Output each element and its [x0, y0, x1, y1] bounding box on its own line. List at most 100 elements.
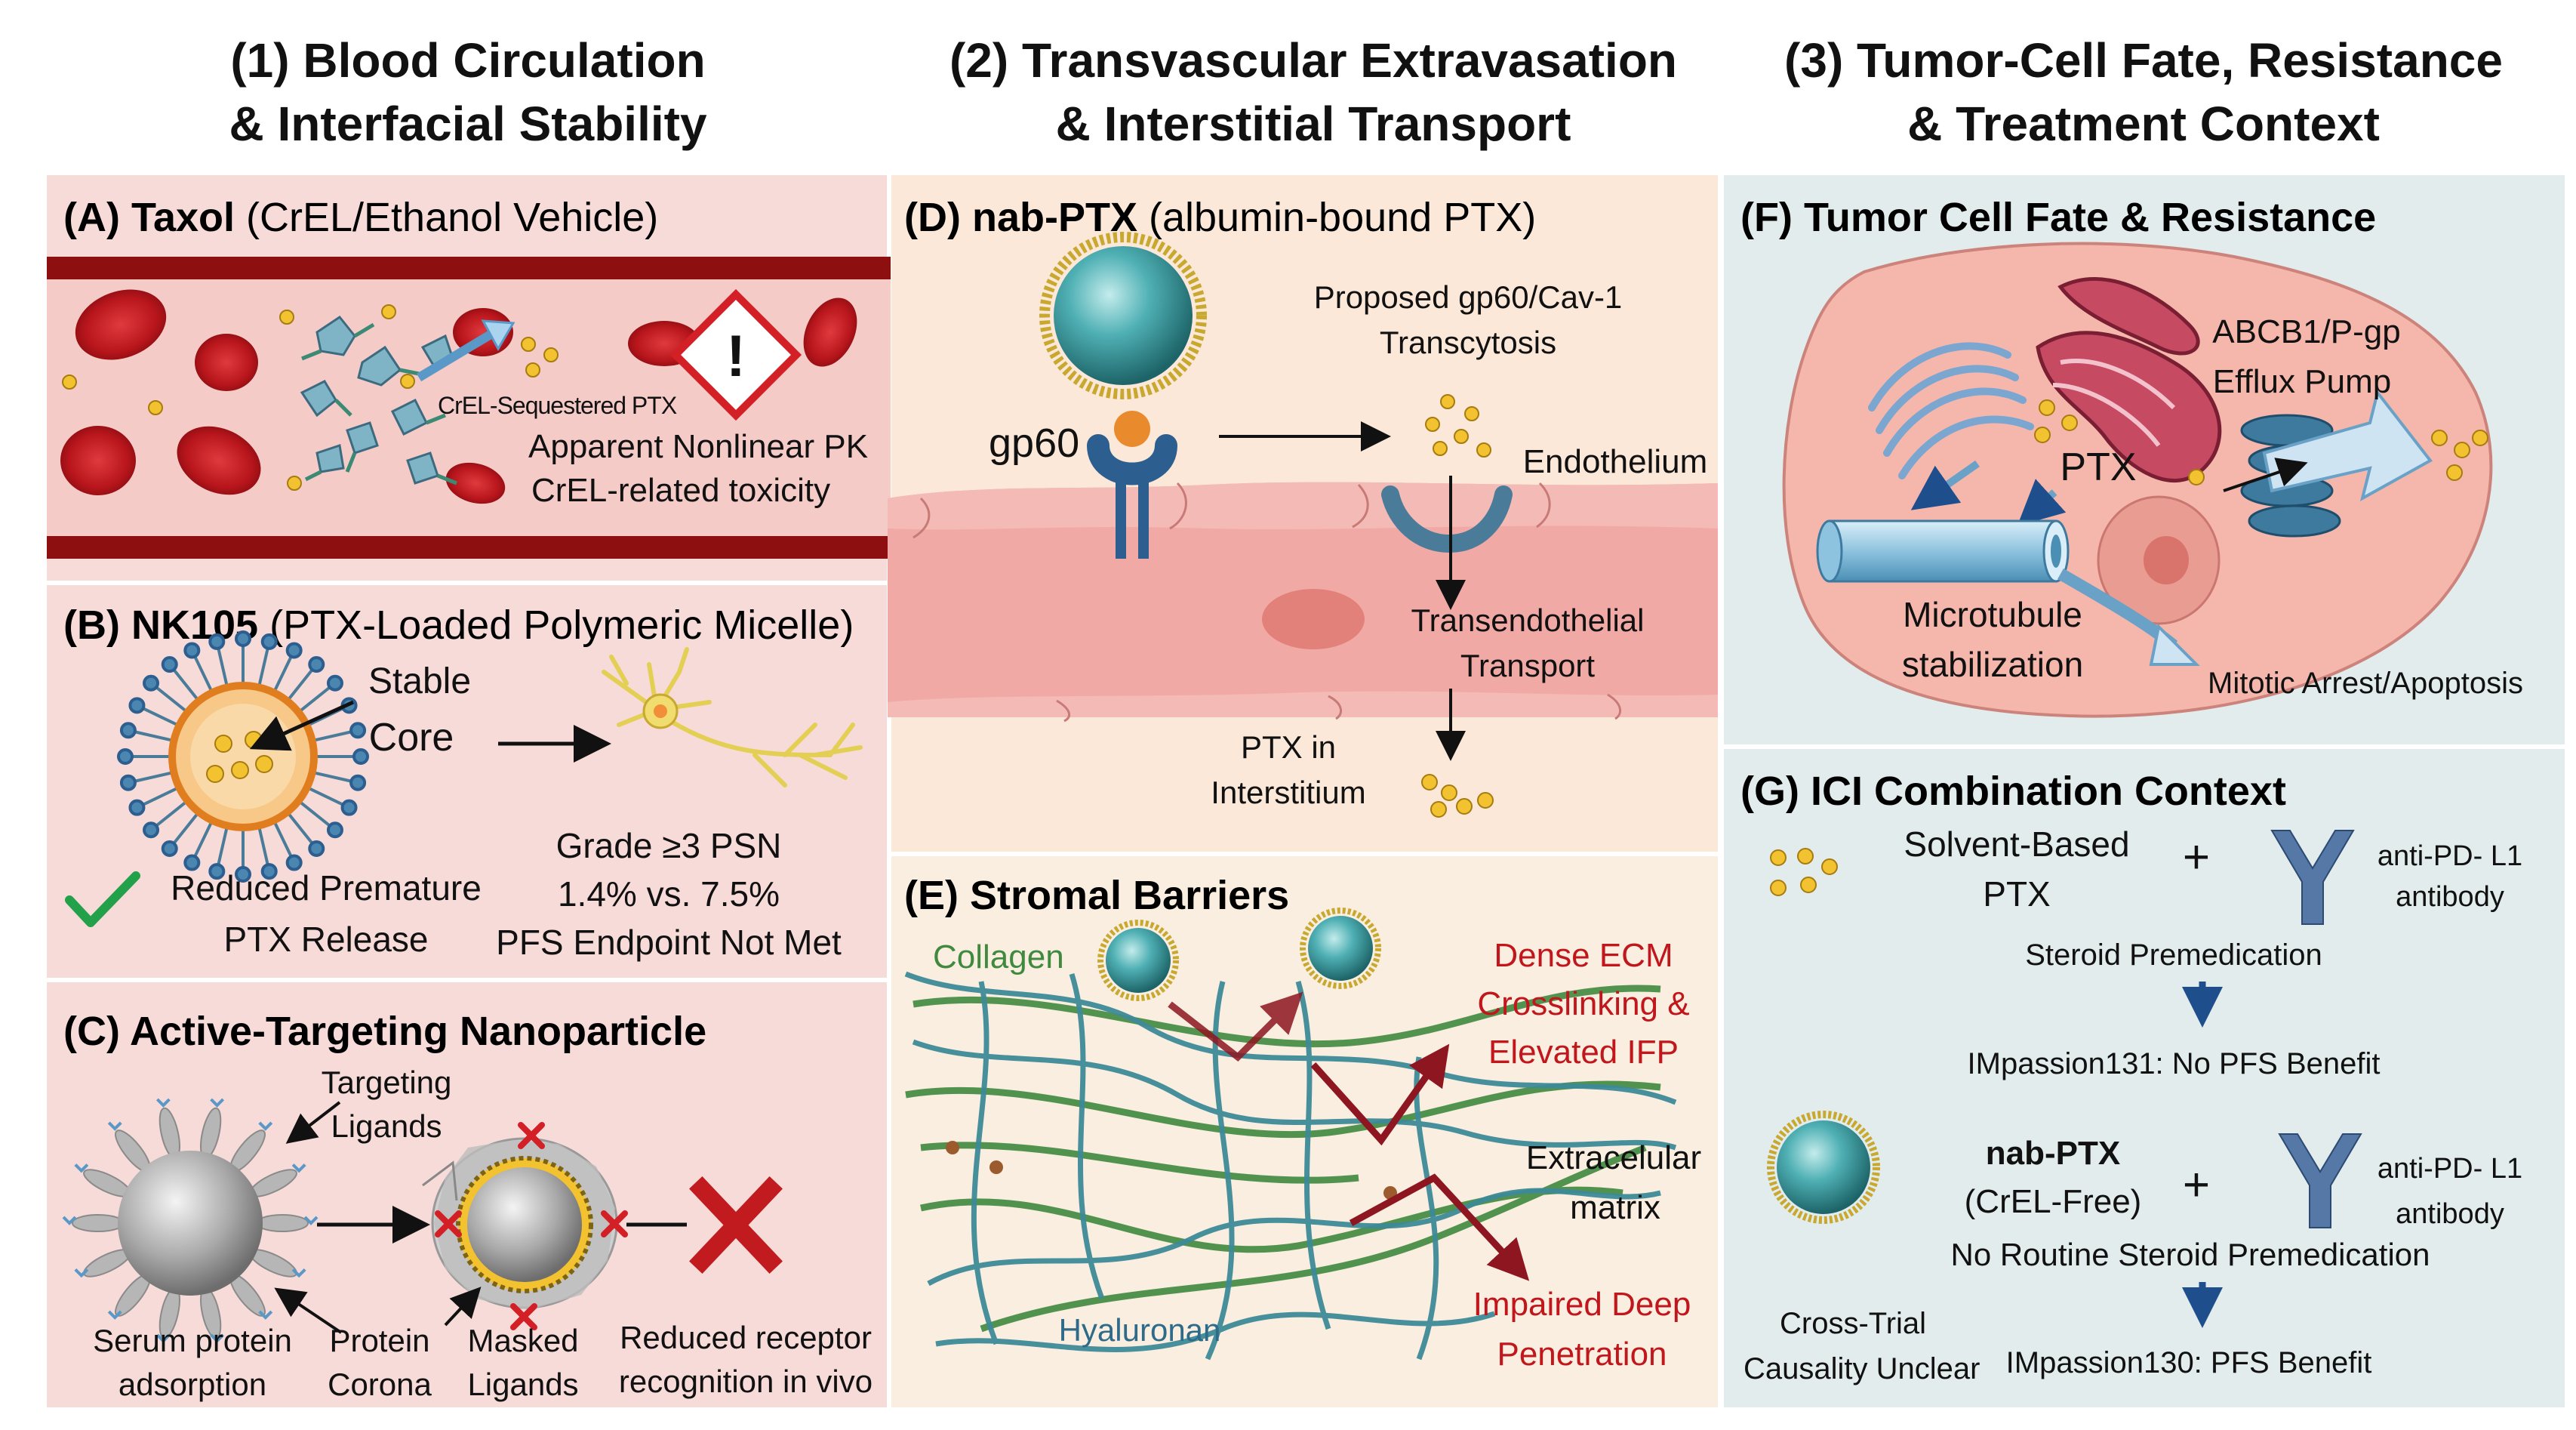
dense-ecm-label-3: Elevated IFP [1488, 1034, 1679, 1071]
tumor-cell [1782, 242, 2493, 718]
corona-label-2: Corona [328, 1367, 432, 1402]
solvent-label-2: PTX [1983, 874, 2050, 914]
golgi-apparatus [1868, 342, 2034, 479]
core-pointer-arrow [249, 700, 355, 751]
extracellular-label-1: Extracelular [1526, 1139, 1701, 1176]
cross-trial-label-2: Causality Unclear [1743, 1352, 1980, 1385]
nanoparticles-e [1097, 908, 1381, 1001]
no-steroid-label: No Routine Steroid Premedication [1950, 1237, 2430, 1272]
warning-icon: ! [669, 288, 802, 421]
stable-label: Stable [368, 661, 471, 701]
ligand-pointer-arrow [285, 1101, 341, 1144]
reduced-release-line1: Reduced Premature [171, 868, 482, 908]
grade-psn-label: Grade ≥3 PSN [556, 826, 782, 865]
impaired-label-2: Penetration [1497, 1336, 1667, 1373]
anti-pdl1-label-2b: antibody [2396, 1198, 2504, 1230]
anti-pdl1-label-1a: anti-PD- L1 [2377, 840, 2522, 872]
masked-label-1: Masked [467, 1323, 578, 1358]
column-header-1: (1) Blood Circulation& Interfacial Stabi… [229, 33, 707, 151]
core-label: Core [369, 716, 454, 760]
impassion130-label: IMpassion130: PFS Benefit [2006, 1346, 2372, 1379]
transendothelial-label-1: Transendothelial [1411, 603, 1645, 638]
microtubule-label-1: Microtubule [1903, 595, 2082, 634]
plus-sign-2: + [2183, 1159, 2210, 1211]
panel-e-label: (E) Stromal Barriers [904, 873, 1289, 918]
panel-a-label: (A) Taxol (CrEL/Ethanol Vehicle) [63, 195, 658, 240]
crel-sequestered-label: CrEL-Sequestered PTX [438, 392, 677, 419]
hyaluronan-label: Hyaluronan [1059, 1312, 1221, 1348]
hyaluronan-fibers [904, 971, 1677, 1361]
nab-ptx-label-2: (CrEL-Free) [1965, 1183, 2142, 1220]
microtubule [1816, 519, 2070, 583]
targeting-nanoparticle [62, 1098, 319, 1343]
serum-pointer-arrow [274, 1287, 343, 1334]
targeting-label-2: Ligands [331, 1108, 442, 1144]
gp60-label: gp60 [989, 421, 1079, 466]
impassion131-label: IMpassion131: No PFS Benefit [1968, 1047, 2381, 1080]
antibody-icon-2 [2278, 1133, 2362, 1228]
collagen-label: Collagen [933, 938, 1064, 975]
proposed-label-1: Proposed gp60/Cav-1 [1314, 279, 1623, 315]
ptx-interstitium-label-1: PTX in [1241, 729, 1336, 765]
ptx-interstitium-label-2: Interstitium [1211, 775, 1365, 810]
masked-ligand-x-marks [435, 1122, 628, 1330]
nab-ptx-label-1: nab-PTX [1986, 1135, 2120, 1172]
anti-pdl1-label-1b: antibody [2396, 881, 2504, 913]
endothelium-label: Endothelium [1523, 443, 1708, 480]
reduced-receptor-label-2: recognition in vivo [619, 1364, 873, 1399]
neuron-icon [602, 647, 863, 787]
release-arrow [416, 328, 497, 382]
proposed-label-2: Transcytosis [1380, 325, 1556, 360]
panel-f-label: (F) Tumor Cell Fate & Resistance [1740, 195, 2376, 240]
toxicity-label: CrEL-related toxicity [531, 472, 830, 509]
svg-text:!: ! [726, 322, 746, 389]
corona-pointer-arrow [444, 1287, 482, 1327]
panel-b-label: (B) NK105 (PTX-Loaded Polymeric Micelle) [63, 603, 854, 648]
column-header-3: (3) Tumor-Cell Fate, Resistance& Treatme… [1784, 33, 2503, 151]
ptx-label: PTX [2060, 445, 2136, 489]
crel-micelle-aggregate [300, 315, 454, 485]
masked-label-2: Ligands [467, 1367, 578, 1402]
ptx-molecules-a [62, 304, 559, 491]
solvent-ptx-icon [1770, 848, 1838, 896]
nonlinear-pk-label: Apparent Nonlinear PK [528, 428, 868, 465]
ptx-molecules-f [2034, 399, 2488, 485]
cross-trial-label-1: Cross-Trial [1780, 1307, 1926, 1340]
blocked-x-icon [689, 1176, 783, 1274]
psn-rates-label: 1.4% vs. 7.5% [558, 874, 780, 914]
albumin-nanoparticle [1039, 232, 1207, 399]
panel-g-background [1724, 749, 2565, 1407]
ptx-molecules-d1 [1425, 394, 1491, 458]
solvent-label-1: Solvent-Based [1904, 824, 2129, 864]
blocked-penetration-arrows [1168, 991, 1530, 1281]
pfs-not-met-label: PFS Endpoint Not Met [496, 923, 842, 962]
steroid-label: Steroid Premedication [2025, 938, 2322, 972]
serum-label-1: Serum protein [93, 1323, 292, 1358]
reduced-release-line2: PTX Release [223, 920, 428, 959]
column-header-2: (2) Transvascular Extravasation& Interst… [949, 33, 1678, 151]
endoplasmic-reticulum [2036, 277, 2222, 483]
microtubule-label-2: stabilization [1902, 645, 2083, 684]
targeting-label-1: Targeting [322, 1065, 452, 1100]
transendothelial-label-2: Transport [1460, 648, 1596, 683]
serum-label-2: adsorption [118, 1367, 266, 1402]
mitotic-arrest-label: Mitotic Arrest/Apoptosis [2208, 667, 2523, 700]
dense-ecm-label-1: Dense ECM [1494, 937, 1673, 974]
dense-ecm-label-2: Crosslinking & [1477, 985, 1689, 1022]
efflux-label: Efflux Pump [2213, 363, 2391, 400]
anti-pdl1-label-2a: anti-PD- L1 [2377, 1153, 2522, 1185]
corona-label-1: Protein [329, 1323, 429, 1358]
panel-g-label: (G) ICI Combination Context [1740, 769, 2286, 814]
endothelial-nucleus [1262, 589, 1365, 649]
impaired-label-1: Impaired Deep [1473, 1286, 1691, 1323]
nucleolus [2144, 536, 2189, 584]
protein-corona-nanoparticle [422, 1137, 618, 1310]
red-blood-cells [60, 289, 857, 504]
extracellular-label-2: matrix [1570, 1189, 1660, 1226]
ptx-molecules-d2 [1421, 774, 1494, 818]
check-icon [65, 871, 140, 927]
plus-sign-1: + [2183, 831, 2210, 883]
nab-ptx-icon [1767, 1111, 1880, 1224]
